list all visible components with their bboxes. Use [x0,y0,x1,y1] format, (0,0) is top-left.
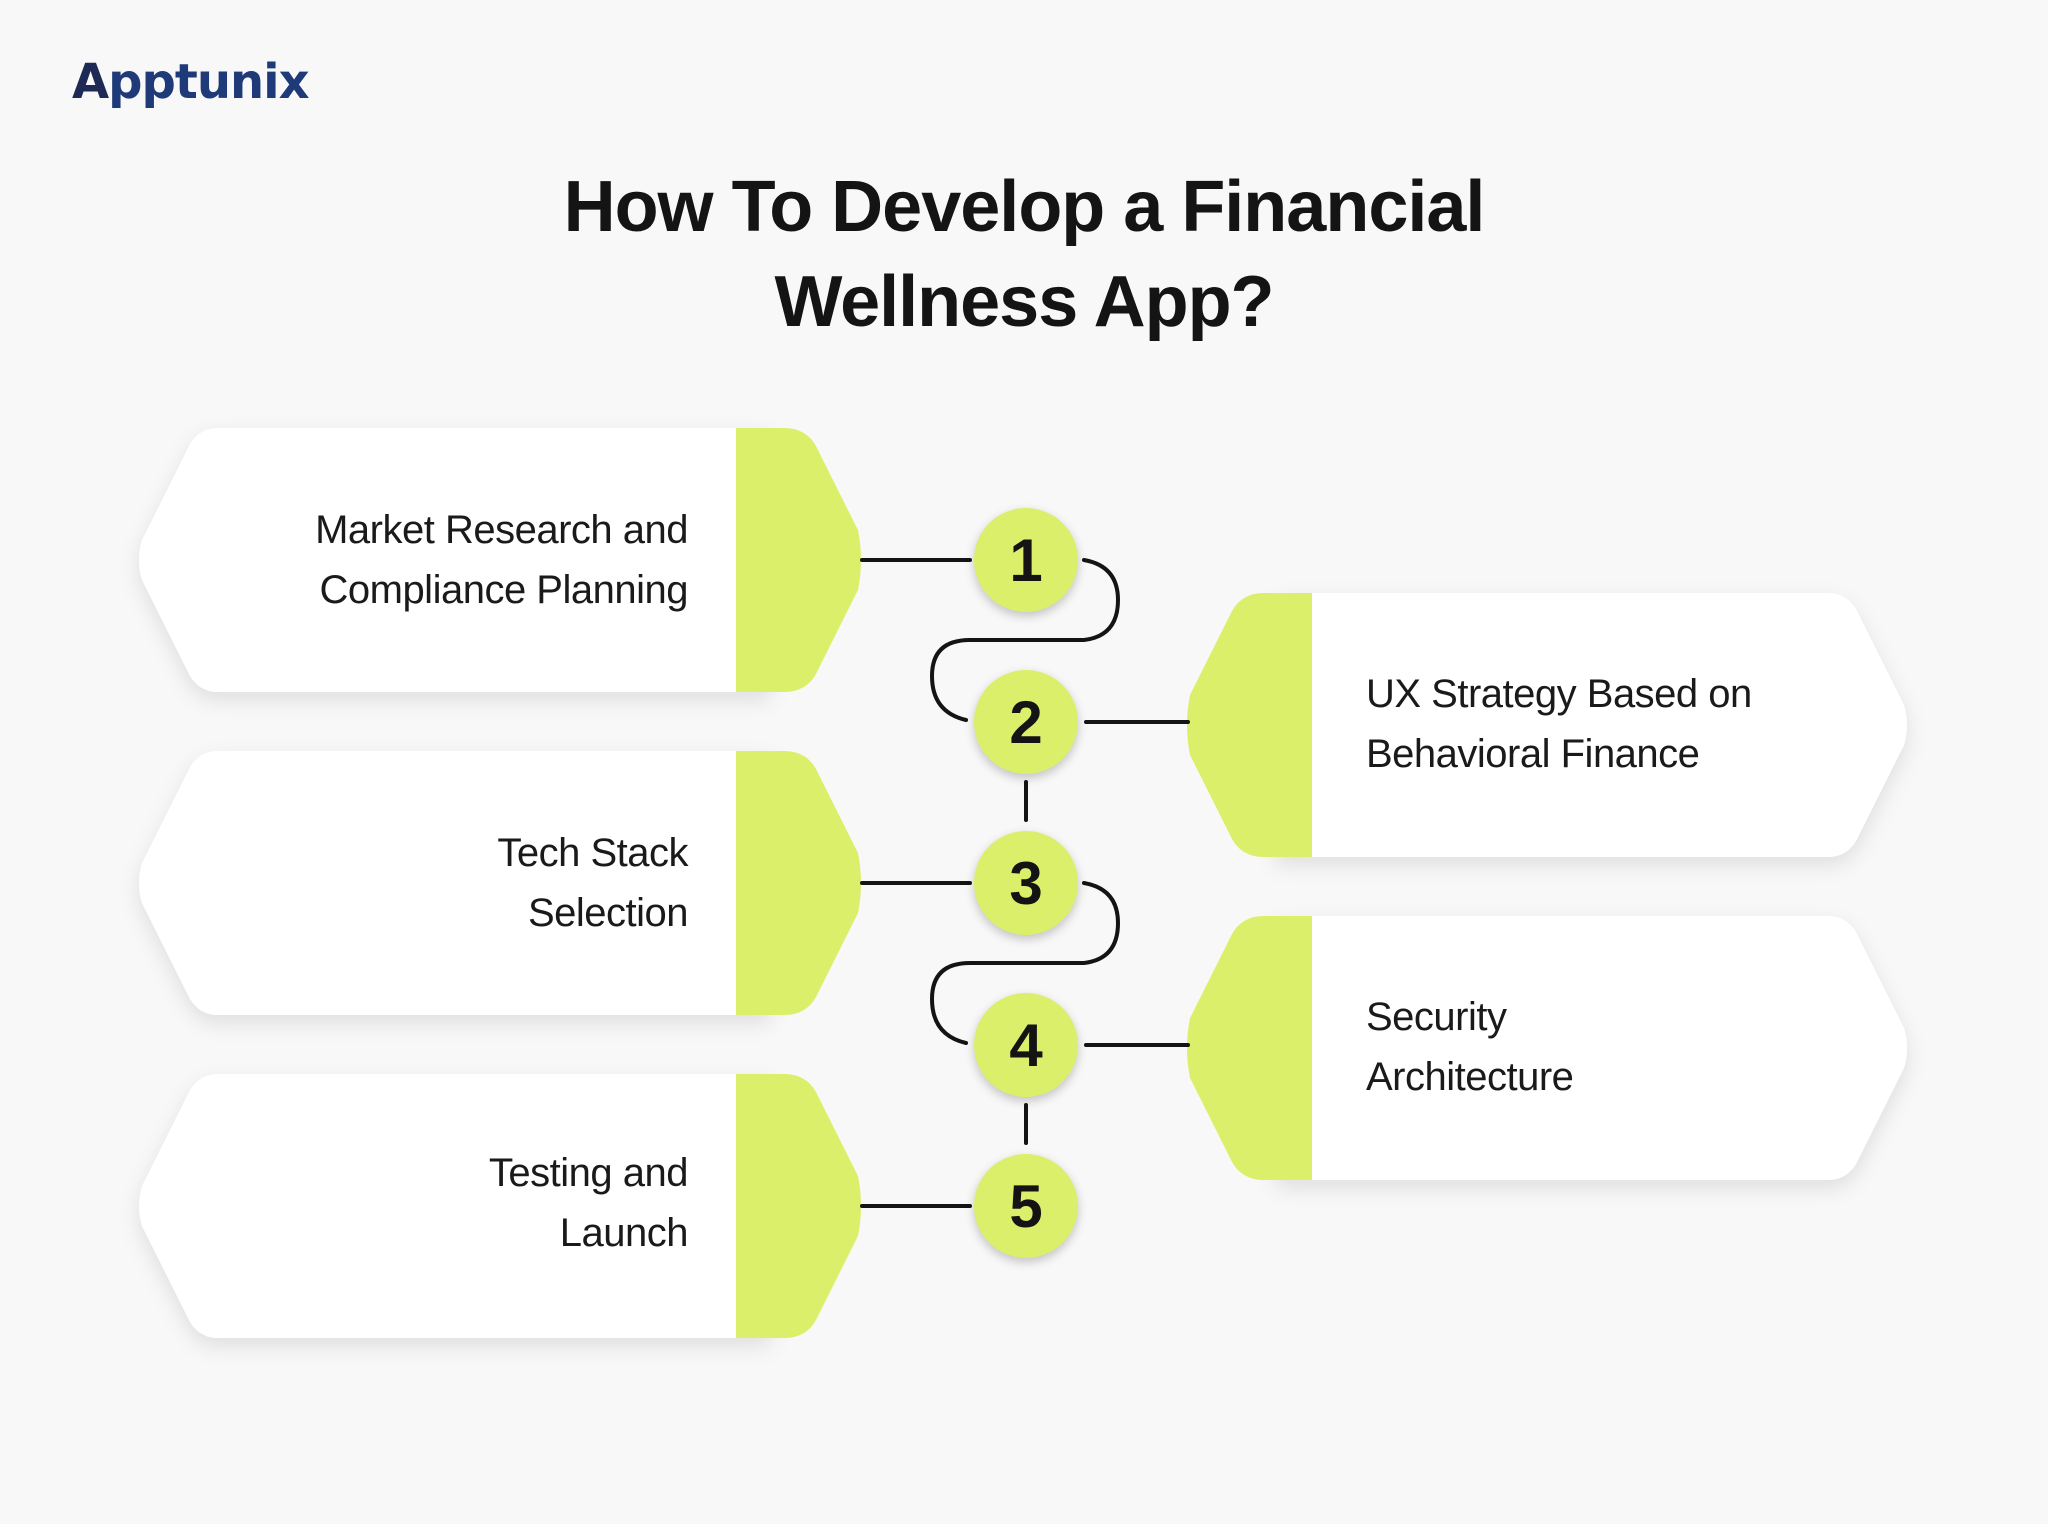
step-2-card [1276,593,1907,857]
step-5-accent [736,1074,861,1338]
step-2-label: UX Strategy Based on Behavioral Finance [1366,664,1886,784]
step-1-label-line-2: Compliance Planning [319,568,688,612]
step-3-label-line-2: Selection [527,891,689,935]
step-5-number-badge: 5 [974,1154,1078,1258]
step-5-card [139,1074,770,1338]
step-4-card [1276,916,1907,1180]
step-4-label-line-2: Architecture [1366,1055,1574,1099]
step-1-label: Market Research and Compliance Planning [168,500,688,620]
step-3-number-badge: 3 [974,831,1078,935]
connector-3-4 [929,881,1121,1045]
step-3-label: Tech Stack Selection [168,823,688,943]
step-5-label-line-2: Launch [559,1211,689,1255]
step-2-accent [1187,593,1312,857]
title-line-2: Wellness App? [774,262,1274,342]
step-2-number-badge: 2 [974,670,1078,774]
step-1-label-line-1: Market Research and [315,508,688,552]
logo-letter-a: A [72,54,109,110]
step-4-number-badge: 4 [974,993,1078,1097]
logo-wordmark: pptunix [108,54,309,110]
title-line-1: How To Develop a Financial [563,167,1486,247]
step-2-label-line-1: UX Strategy Based on [1366,672,1752,716]
step-3-card [139,751,770,1015]
step-2-label-line-2: Behavioral Finance [1366,732,1700,776]
step-4-accent [1187,916,1312,1180]
step-5-label: Testing and Launch [168,1143,689,1263]
step-4-label-line-1: Security [1366,995,1507,1039]
connector-lines [860,558,1190,1208]
step-1-number-badge: 1 [974,508,1078,612]
page-title: How To Develop a Financial Wellness App? [424,160,1624,350]
step-4-label: Security Architecture [1366,987,1886,1107]
step-3-label-line-1: Tech Stack [497,831,688,875]
connector-1-2 [929,558,1121,722]
step-1-accent [736,428,861,692]
step-5-label-line-1: Testing and [488,1151,689,1195]
step-1-card [139,428,770,692]
step-3-accent [736,751,861,1015]
